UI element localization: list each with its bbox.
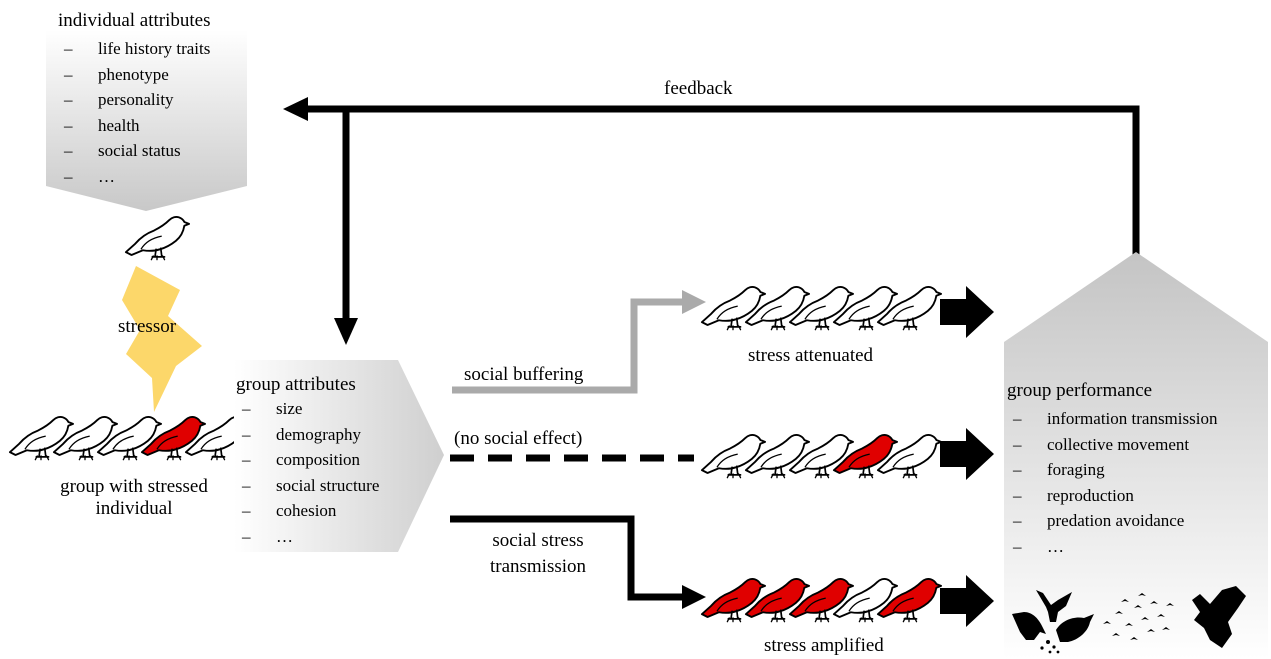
group-attributes-title: group attributes: [236, 374, 356, 395]
list-item: – composition: [240, 447, 379, 473]
feedback-arrow-line: [300, 105, 1140, 258]
list-item: –…: [240, 524, 379, 550]
list-bullet: –: [242, 475, 251, 495]
list-item-text: life history traits: [98, 39, 211, 58]
list-bullet: –: [64, 115, 73, 135]
list-item: –…: [62, 164, 210, 190]
list-item-text: personality: [98, 90, 174, 110]
group-performance-panel: [1004, 252, 1268, 659]
list-item: – cohesion: [240, 498, 379, 524]
individual-attributes-list: – life history traits – phenotype – persona…: [62, 36, 210, 190]
list-bullet: –: [242, 399, 251, 418]
list-item: – phenotype: [62, 62, 210, 88]
list-item: – collective movement: [1011, 432, 1217, 458]
performance-silhouettes: [1012, 586, 1246, 654]
transmission-label-line2: transmission: [489, 556, 587, 577]
list-item: – social structure: [240, 473, 379, 499]
list-bullet: –: [1013, 511, 1022, 531]
list-item-text: social structure: [276, 475, 380, 495]
outcome-arrow-amplified: [940, 575, 994, 627]
list-item: – reproduction: [1011, 483, 1217, 509]
list-item: – personality: [62, 87, 210, 113]
list-bullet: –: [1013, 460, 1022, 480]
feedback-label: feedback: [664, 78, 733, 99]
list-bullet: –: [242, 450, 251, 470]
list-item-text: social status: [98, 141, 181, 161]
list-item-text: composition: [276, 450, 361, 470]
list-bullet: –: [1013, 485, 1022, 505]
group-performance-title: group performance: [1007, 380, 1153, 401]
list-item: – demography: [240, 422, 379, 448]
list-item-text: predation avoidance: [1047, 511, 1185, 531]
list-item: – predation avoidance: [1011, 508, 1217, 534]
group-attributes-list: – size – demography – composition – social s…: [240, 396, 379, 550]
list-bullet: –: [64, 166, 73, 186]
buffering-arrow-line: [452, 298, 686, 394]
crumbs-icon: [1040, 640, 1060, 654]
list-item-text: cohesion: [276, 501, 337, 521]
group-arrow-head: [334, 318, 358, 345]
list-item-text: demography: [276, 424, 361, 444]
list-bullet: –: [64, 90, 73, 110]
individual-bird-icon: [124, 215, 191, 261]
stressed-group-birds: [8, 415, 251, 461]
stressor-label: stressor: [118, 316, 177, 337]
list-bullet: –: [242, 501, 251, 521]
outcome-arrow-attenuated: [940, 286, 994, 338]
no-effect-group-birds: [700, 433, 943, 479]
perched-bird-silhouette-icon: [1012, 612, 1046, 640]
list-item: – life history traits: [62, 36, 210, 62]
transmission-arrow-line: [450, 515, 684, 601]
list-item-text: size: [276, 399, 303, 418]
list-item-text: collective movement: [1047, 434, 1190, 454]
transmission-arrow-head: [682, 585, 706, 609]
list-bullet: –: [1013, 434, 1022, 454]
outcome-arrow-none: [940, 428, 994, 480]
flying-bird-silhouette-icon: [1036, 590, 1072, 622]
stress-amplified-label: stress amplified: [764, 635, 884, 656]
no-social-effect-label: (no social effect): [454, 428, 583, 449]
list-item-text: …: [1047, 536, 1064, 556]
list-item: – foraging: [1011, 457, 1217, 483]
list-bullet: –: [242, 526, 251, 546]
individual-attributes-panel: [46, 30, 247, 211]
list-item-text: information transmission: [1047, 409, 1218, 428]
group-performance-list: – information transmission – collective mo…: [1011, 406, 1217, 560]
transmission-label-line1: social stress: [492, 530, 584, 551]
individual-attributes-title: individual attributes: [58, 10, 211, 31]
list-item-text: …: [276, 526, 293, 546]
list-item: – size: [240, 396, 379, 422]
list-item-text: phenotype: [98, 64, 169, 84]
stressor-bolt-icon: [122, 266, 202, 412]
buffering-arrow-head: [682, 290, 706, 314]
list-bullet: –: [64, 64, 73, 84]
raptor-silhouette-icon: [1192, 586, 1246, 648]
list-item-text: foraging: [1047, 460, 1105, 480]
list-bullet: –: [64, 39, 73, 58]
list-bullet: –: [242, 424, 251, 444]
list-item: – information transmission: [1011, 406, 1217, 432]
list-bullet: –: [1013, 409, 1022, 428]
attenuated-group-birds: [700, 285, 943, 331]
group-stressed-label-line1: group with stressed: [60, 476, 208, 497]
feedback-arrow-head: [283, 97, 308, 121]
flock-icon: [1103, 593, 1174, 640]
list-item: – health: [62, 113, 210, 139]
list-item-text: reproduction: [1047, 485, 1134, 505]
list-item: –…: [1011, 534, 1217, 560]
list-bullet: –: [64, 141, 73, 161]
list-bullet: –: [1013, 536, 1022, 556]
social-buffering-label: social buffering: [464, 364, 584, 385]
list-item-text: health: [98, 115, 140, 135]
list-item-text: …: [98, 166, 115, 186]
group-attributes-panel: [234, 360, 444, 552]
list-item: – social status: [62, 138, 210, 164]
amplified-group-birds: [700, 577, 943, 623]
foraging-bird-silhouette-icon: [1056, 614, 1094, 642]
group-stressed-label-line2: individual: [95, 498, 173, 519]
stress-attenuated-label: stress attenuated: [748, 345, 874, 366]
